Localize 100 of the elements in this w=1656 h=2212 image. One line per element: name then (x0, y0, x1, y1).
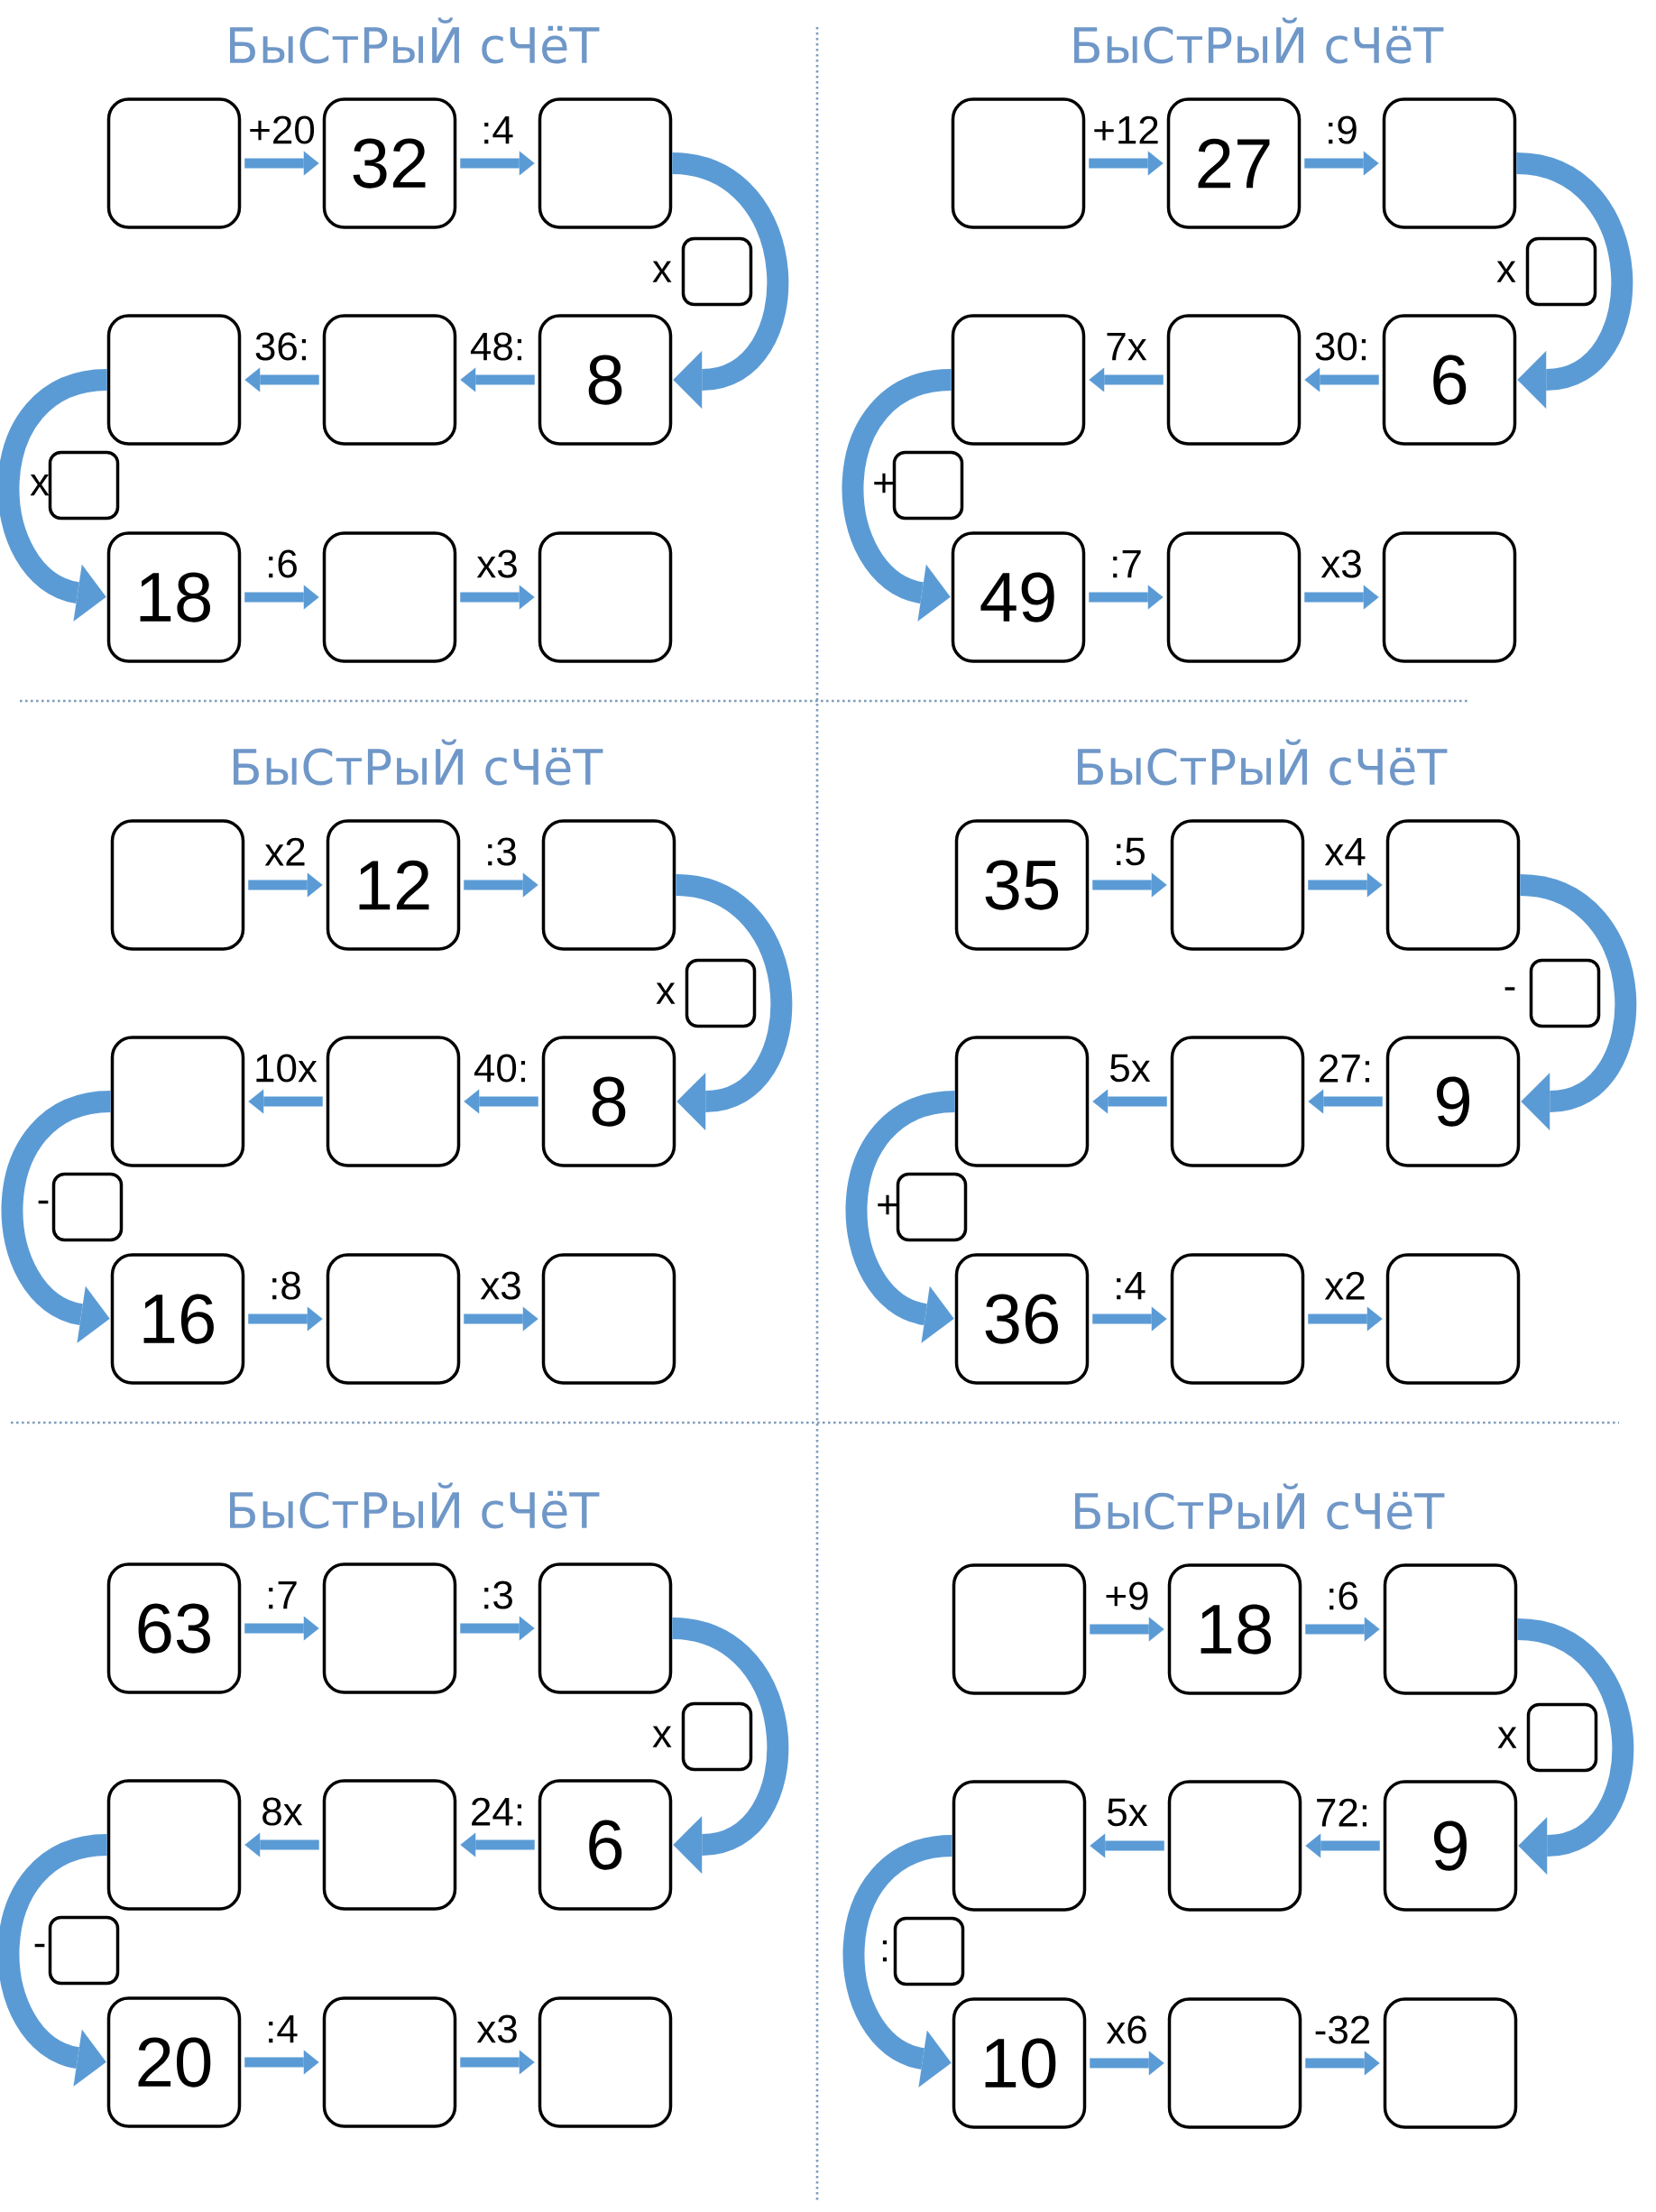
arrow (460, 1832, 535, 1857)
answer-box (892, 450, 964, 521)
operation-label: :7 (1113, 549, 1141, 578)
answer-box (541, 819, 676, 951)
answer-box (48, 1915, 120, 1986)
number-box: 49 (951, 531, 1086, 663)
answer-box (1167, 1780, 1302, 1912)
operation-label: :5 (1117, 837, 1145, 866)
operation-label: +12 (1094, 115, 1158, 144)
answer-box (1529, 958, 1601, 1028)
answer-box (1385, 819, 1521, 951)
answer-box (954, 1036, 1090, 1167)
operation-label: :8 (272, 1271, 300, 1300)
answer-box (538, 1996, 673, 2128)
title: БыСтРыЙ сЧёТ (1074, 17, 1444, 64)
answer-box (1382, 531, 1517, 663)
title: БыСтРыЙ сЧёТ (230, 1482, 600, 1529)
operation-label: 48: (470, 332, 522, 361)
arrow (244, 151, 319, 176)
operation-label: +20 (250, 115, 315, 144)
operation-label: - (1504, 987, 1515, 991)
operation-label: :4 (1117, 1271, 1145, 1300)
operation-label: - (38, 1200, 49, 1204)
operation-label: 5x (1110, 1054, 1151, 1083)
operation-label: :6 (269, 549, 297, 578)
arrow (460, 1616, 535, 1641)
number-box: 36 (954, 1253, 1090, 1385)
answer-box (51, 1172, 124, 1242)
arrow (1304, 585, 1379, 610)
operation-label: x3 (476, 2014, 517, 2043)
answer-box (951, 314, 1086, 446)
answer-box (322, 1996, 457, 2128)
number-box: 9 (1383, 1780, 1518, 1912)
answer-box (1170, 1036, 1305, 1167)
answer-box (326, 1036, 461, 1167)
operation-label: x (656, 982, 676, 1004)
number-box: 18 (1167, 1563, 1302, 1695)
arrow (1089, 367, 1164, 392)
arrow (1092, 1306, 1167, 1332)
arrow (244, 1616, 319, 1641)
operation-label: :9 (1329, 115, 1357, 144)
operation-label: 36: (255, 332, 307, 361)
answer-box (538, 1562, 673, 1694)
arrow (244, 367, 319, 392)
operation-label: :3 (484, 1581, 512, 1609)
arrow (460, 367, 535, 392)
answer-box (1166, 314, 1302, 446)
operation-label: 7x (1107, 332, 1147, 361)
answer-box (893, 1916, 965, 1986)
number-box: 32 (322, 97, 457, 229)
operation-label: x3 (480, 1271, 520, 1300)
operation-label: + (878, 1194, 897, 1215)
arrow (1092, 1089, 1167, 1114)
number-box: 16 (110, 1253, 245, 1385)
number-box: 27 (1166, 97, 1302, 229)
arrow (1089, 585, 1164, 610)
answer-box (896, 1172, 968, 1242)
answer-box (322, 314, 457, 446)
arrow (1305, 2051, 1380, 2076)
number-box: 63 (106, 1562, 242, 1694)
answer-box (48, 450, 120, 521)
arrow (1304, 151, 1379, 176)
answer-box (1383, 1563, 1518, 1695)
operation-label: x (1497, 1727, 1517, 1748)
operation-label: 72: (1317, 1798, 1367, 1827)
answer-box (106, 97, 242, 229)
answer-box (685, 958, 757, 1028)
answer-box (106, 314, 242, 446)
number-box: 12 (326, 819, 461, 951)
arrow (1308, 1306, 1383, 1332)
number-box: 10 (952, 1997, 1087, 2129)
number-box: 35 (954, 819, 1090, 951)
answer-box (1526, 1702, 1598, 1773)
answer-box (541, 1253, 676, 1385)
arrow (1090, 1833, 1164, 1858)
answer-box (326, 1253, 461, 1385)
answer-box (110, 1036, 245, 1167)
operation-label: 5x (1108, 1798, 1148, 1827)
arrow (1092, 872, 1167, 898)
answer-box (1170, 819, 1305, 951)
title: БыСтРыЙ сЧёТ (230, 17, 600, 64)
answer-box (1170, 1253, 1305, 1385)
operation-label: 24: (472, 1797, 522, 1826)
arrow (464, 872, 538, 898)
arrow (1304, 367, 1379, 392)
title: БыСтРыЙ сЧёТ (1078, 739, 1448, 786)
operation-label: :6 (1329, 1581, 1357, 1610)
arrow (460, 2050, 535, 2075)
operation-label: + (874, 473, 894, 493)
operation-label: :4 (269, 2014, 298, 2043)
arrow (460, 151, 535, 176)
answer-box (1383, 1997, 1518, 2129)
operation-label: -32 (1315, 2015, 1370, 2044)
operation-label: x3 (476, 549, 517, 578)
number-box: 6 (1382, 314, 1517, 446)
arrow (244, 585, 319, 610)
answer-box (1166, 531, 1302, 663)
operation-label: 27: (1320, 1054, 1370, 1083)
arrow (1089, 151, 1164, 176)
arrow (464, 1306, 538, 1332)
